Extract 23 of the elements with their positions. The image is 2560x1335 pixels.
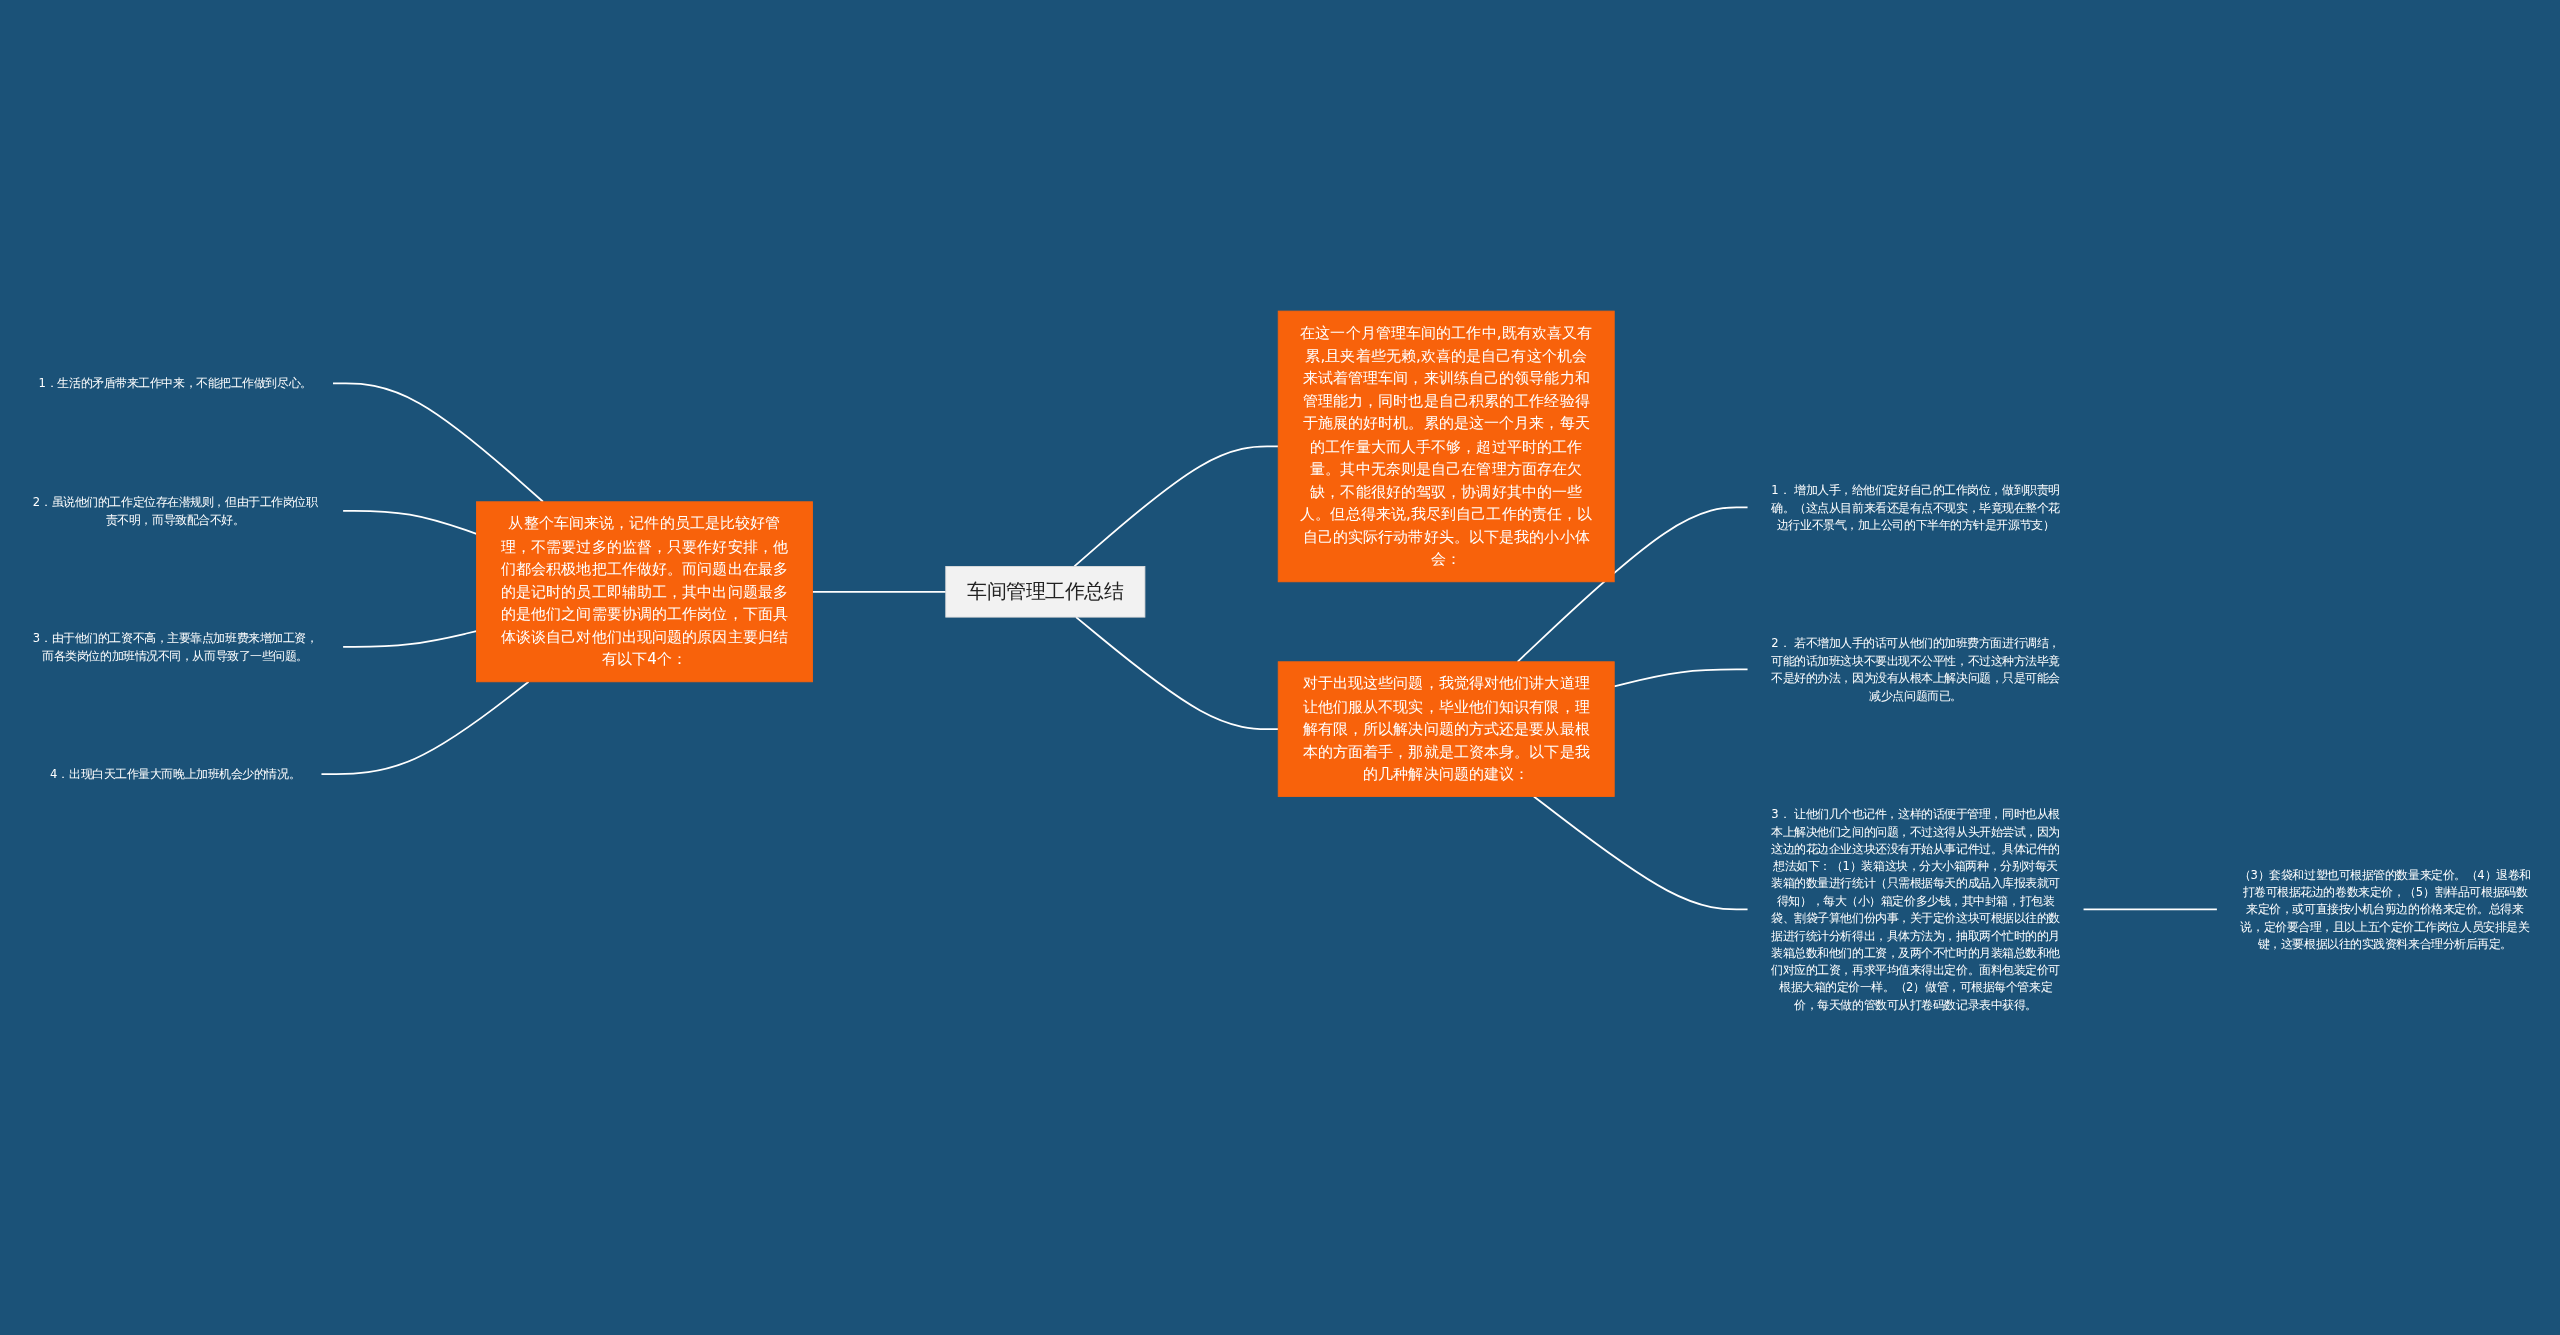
connector xyxy=(1073,445,1280,568)
node-text: 4．出现白天工作量大而晚上加班机会少的情况。 xyxy=(50,767,301,781)
node-box xyxy=(1277,310,1615,583)
connector xyxy=(811,590,947,593)
node-box xyxy=(945,565,1146,618)
node-text: 3． 让他们几个也记件，这样的话便于管理，同时也从根本上解决他们之间的问题，不过这得从头开始尝试，因为这边的花边企业这块还没有开始从事记件过。具体记件的想法如下：（1）装箱这块，分大小箱两种，分别对每天装箱的数量进行统计（只需根据每天的成品入库报表就可得知），每大（小）箱定价多少钱，其中封箱，打包装袋、割袋子算他们份内事，关于定价这块可根据以往的数据进行统计分析得出，具体方法为，抽取两个忙时的的月装箱总数和他们的工资，及两个不忙时的月装箱总数和他们对应的工资，再求平均值来得出定价。面料包装定价可根据大箱的定价一样。（2）做管，可根据每个管来定价，每天做的管数可从打卷码数记录表中获得。 xyxy=(1771,807,2060,1012)
connector xyxy=(332,382,544,503)
node-text: 1．生活的矛盾带来工作中来，不能把工作做到尽心。 xyxy=(38,376,312,390)
connector xyxy=(1075,616,1280,730)
connector xyxy=(342,509,478,535)
node-box xyxy=(1277,661,1615,797)
connector xyxy=(342,630,478,648)
connector xyxy=(2082,908,2218,911)
node-text: （3）套袋和过塑也可根据管的数量来定价。（4）退卷和打卷可根据花边的卷数来定价，（5）割样品可根据码数来定价，或可直接按小机台剪边的价格来定价。总得来说，定价要合理，且以上五个定价工作岗位人员安排是关键，这要根据以往的实践资料来合理分析后再定。 xyxy=(2238,867,2531,951)
node-text: 1． 增加人手，给他们定好自己的工作岗位，做到职责明确。（这点从目前来看还是有点不现实，毕竟现在整个花边行业不景气，加上公司的下半年的方针是开源节支） xyxy=(1771,483,2060,532)
connector xyxy=(1613,668,1749,688)
connector xyxy=(320,680,530,775)
node-text: 2．虽说他们的工作定位存在潜规则，但由于工作岗位职责不明，而导致配合不好。 xyxy=(32,495,318,526)
node-text: 2． 若不增加人手的话可从他们的加班费方面进行调结，可能的话加班这块不要出现不公平性，不过这种方法毕竟不是好的办法，因为没有从根本上解决问题，只是可能会减少点问题而已。 xyxy=(1771,636,2060,702)
connector xyxy=(1516,506,1749,663)
node-text: 3．由于他们的工资不高，主要靠点加班费来增加工资，而各类岗位的加班情况不同，从而导致了一些问题。 xyxy=(32,631,318,662)
connector xyxy=(1532,795,1749,911)
node-box xyxy=(476,501,813,683)
